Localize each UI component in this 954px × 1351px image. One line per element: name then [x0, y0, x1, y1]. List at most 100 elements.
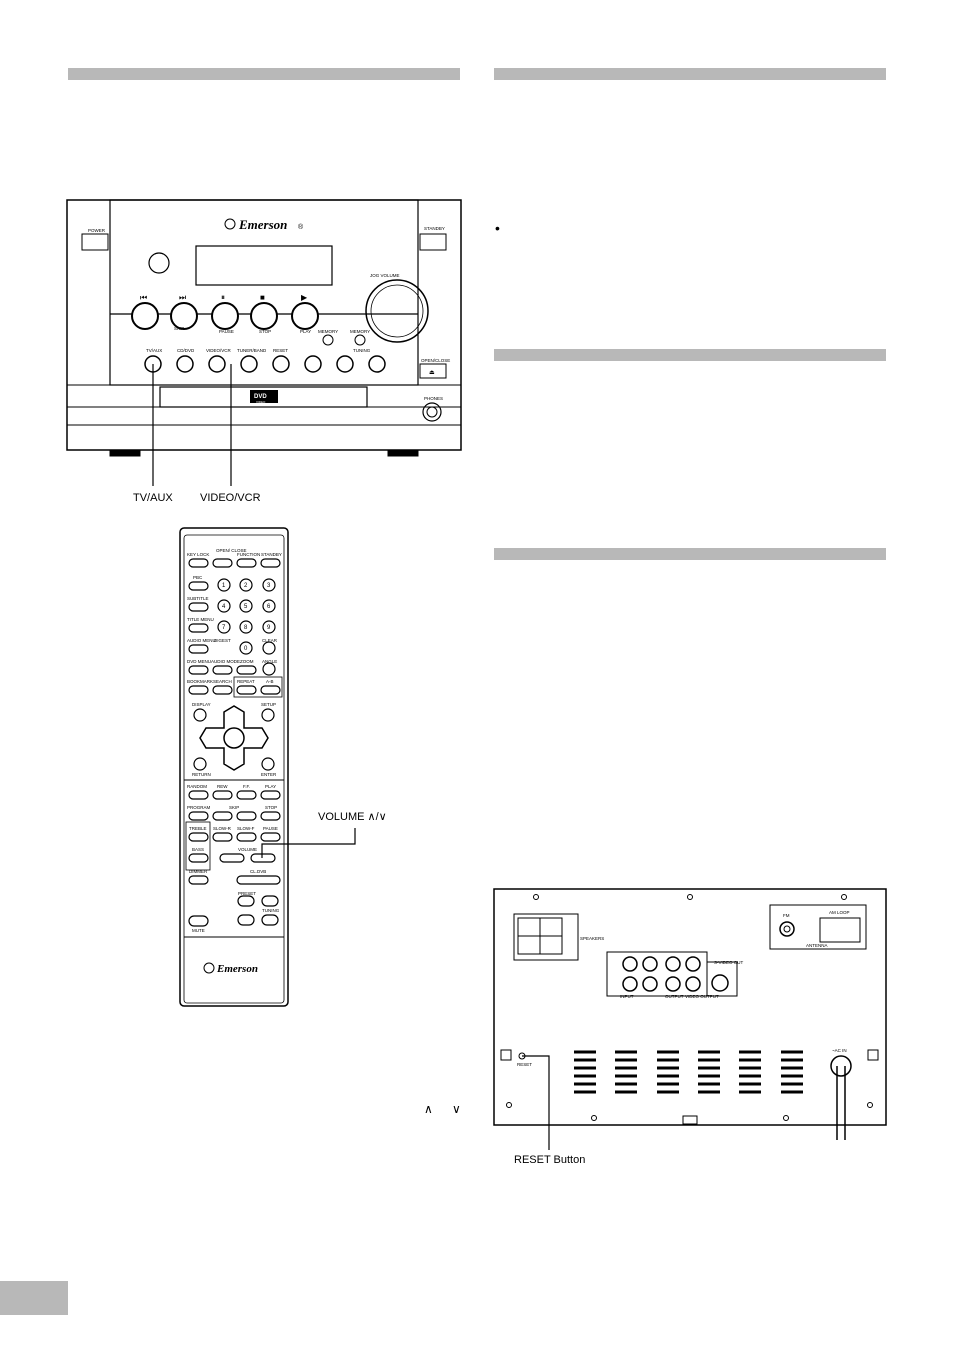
remote-vol-down-button[interactable]	[219, 853, 245, 863]
remote-play-button[interactable]	[260, 790, 281, 800]
remote-brand: Emerson	[203, 962, 258, 975]
svg-text:DISPLAY: DISPLAY	[192, 702, 211, 707]
remote-clear-button[interactable]	[262, 641, 276, 655]
svg-text:STANDBY: STANDBY	[261, 552, 282, 557]
section-bar-right-3	[494, 548, 886, 560]
remote-audiomenu-button[interactable]	[188, 644, 209, 654]
svg-text:A-B: A-B	[266, 679, 274, 684]
remote-digit-labels: 1 2 3 4 5 6 7 8 9 0	[222, 583, 271, 652]
remote-tuning-down-button[interactable]	[261, 914, 279, 926]
remote-angle-button[interactable]	[262, 662, 276, 676]
reset-front-label: RESET	[273, 348, 288, 353]
svg-text:4: 4	[222, 604, 226, 610]
svg-text:TITLE MENU: TITLE MENU	[187, 617, 214, 622]
svg-text:KEY LOCK: KEY LOCK	[187, 552, 209, 557]
svg-text:PBC: PBC	[193, 575, 203, 580]
svg-text:OUTPUT: OUTPUT	[665, 994, 684, 999]
remote-ff-button[interactable]	[236, 790, 257, 800]
remote-audiomode-button[interactable]	[212, 665, 233, 675]
remote-dpad[interactable]	[199, 705, 269, 771]
svg-text:SLOW-R: SLOW-R	[213, 826, 232, 831]
pause-button[interactable]	[211, 302, 239, 330]
remote-digit-buttons	[217, 578, 276, 655]
reset-button-front[interactable]	[272, 355, 290, 373]
svg-text:AUDIO MENU: AUDIO MENU	[187, 638, 216, 643]
svg-text:ANGLE: ANGLE	[262, 659, 277, 664]
svg-text:AUDIO MODE: AUDIO MODE	[211, 659, 240, 664]
remote-random-button[interactable]	[188, 790, 209, 800]
remote-preset-down-button[interactable]	[237, 914, 255, 926]
tuning-up-button[interactable]	[368, 355, 386, 373]
remote-enter-button[interactable]	[261, 757, 275, 771]
remote-return-button[interactable]	[193, 757, 207, 771]
remote-bookmark-button[interactable]	[188, 685, 209, 695]
jog-volume-label: JOG VOLUME	[370, 273, 400, 278]
remote-keylock-button[interactable]	[188, 558, 209, 568]
svg-text:S-VIDEO OUT: S-VIDEO OUT	[714, 960, 744, 965]
memory-button-right[interactable]	[354, 334, 366, 346]
remote-skip-fwd-button[interactable]	[236, 811, 257, 821]
cd-dvd-label: CD/DVD	[177, 348, 195, 353]
dvd-logo-text: DVD	[254, 394, 267, 400]
cd-dvd-button[interactable]	[176, 355, 194, 373]
remote-titlemenu-button[interactable]	[188, 623, 209, 633]
play-button[interactable]	[291, 302, 319, 330]
volume-up-front-button[interactable]	[304, 355, 322, 373]
remote-cldvb-button[interactable]	[236, 875, 281, 885]
svg-text:~AC IN: ~AC IN	[832, 1048, 847, 1053]
svg-text:TUNING: TUNING	[262, 908, 280, 913]
svg-text:CL.DVB: CL.DVB	[250, 869, 266, 874]
remote-ab-button[interactable]	[260, 685, 281, 695]
remote-program-button[interactable]	[188, 811, 209, 821]
remote-pause-button[interactable]	[260, 832, 281, 842]
volume-up-icon: ∧	[367, 811, 376, 823]
svg-text:■: ■	[260, 293, 265, 302]
remote-stop-button[interactable]	[260, 811, 281, 821]
remote-dimmer-button[interactable]	[188, 875, 209, 885]
remote-dpad-center[interactable]	[223, 727, 245, 749]
svg-text:ANTENNA: ANTENNA	[806, 943, 828, 948]
volume-callout-text: VOLUME	[318, 811, 365, 823]
remote-tuning-up-button[interactable]	[261, 895, 279, 907]
remote-standby-button[interactable]	[260, 558, 281, 568]
skip-back-button[interactable]	[131, 302, 159, 330]
skip-forward-button[interactable]	[170, 302, 198, 330]
remote-dvdmenu-button[interactable]	[188, 665, 209, 675]
svg-text:SPEAKERS: SPEAKERS	[580, 936, 604, 941]
remote-zoom-button[interactable]	[236, 665, 257, 675]
remote-slowr-button[interactable]	[212, 832, 233, 842]
remote-repeat-button[interactable]	[236, 685, 257, 695]
tuner-band-button[interactable]	[240, 355, 258, 373]
remote-mute-button[interactable]	[188, 915, 209, 927]
remote-function-button[interactable]	[236, 558, 257, 568]
remote-openclose-button[interactable]	[212, 558, 233, 568]
remote-vol-up-button[interactable]	[250, 853, 276, 863]
video-vcr-button[interactable]	[208, 355, 226, 373]
remote-display-button[interactable]	[193, 708, 207, 722]
tv-aux-small-label: TV/AUX	[146, 348, 162, 353]
svg-text:PROGRAM: PROGRAM	[187, 805, 211, 810]
tuning-down-button[interactable]	[336, 355, 354, 373]
page-number-box	[0, 1281, 68, 1315]
chevron-down-icon: ∨	[452, 1102, 461, 1116]
remote-preset-up-button[interactable]	[237, 895, 255, 907]
section-bar-left-1	[68, 68, 460, 80]
svg-text:SKIP: SKIP	[229, 805, 239, 810]
svg-text:7: 7	[222, 625, 226, 631]
remote-skip-back-button[interactable]	[212, 811, 233, 821]
remote-setup-button[interactable]	[261, 708, 275, 722]
memory-button-left[interactable]	[322, 334, 334, 346]
remote-pbc-button[interactable]	[188, 581, 209, 591]
remote-bass-button[interactable]	[188, 853, 209, 863]
stop-button[interactable]	[250, 302, 278, 330]
remote-search-button[interactable]	[212, 685, 233, 695]
remote-subtitle-button[interactable]	[188, 602, 209, 612]
remote-treble-button[interactable]	[188, 832, 209, 842]
remote-rew-button[interactable]	[212, 790, 233, 800]
svg-text:CLEAR: CLEAR	[262, 638, 278, 643]
rear-reset-callout-line	[522, 1055, 550, 1150]
svg-text:9: 9	[267, 625, 271, 631]
svg-text:VOLUME: VOLUME	[238, 847, 257, 852]
svg-text:SEARCH: SEARCH	[213, 679, 232, 684]
remote-slowf-button[interactable]	[236, 832, 257, 842]
